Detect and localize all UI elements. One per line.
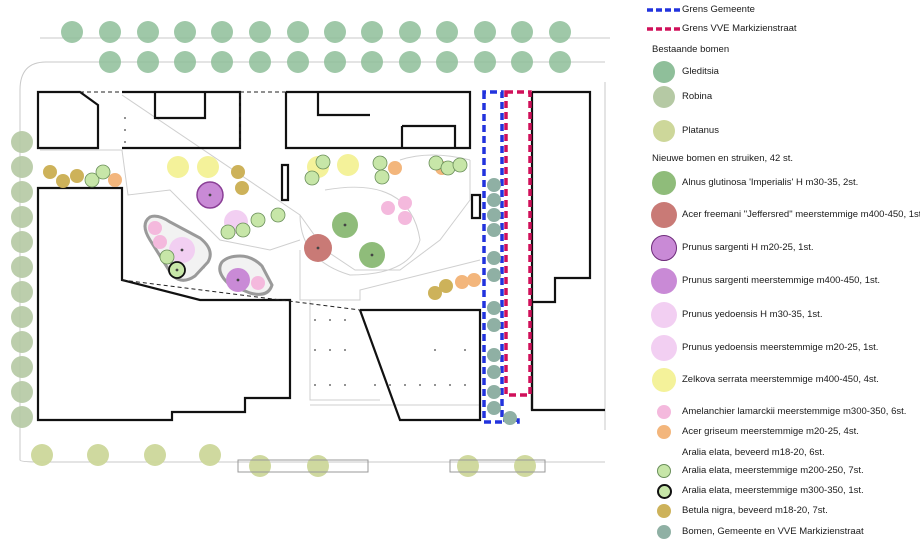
legend-label: Zelkova serrata meerstemmige m400-450, 4… [682,374,879,385]
gleditsia-icon [653,61,675,83]
acer-griseum-shrubs-right [467,273,481,287]
legend-item-zelkova: Zelkova serrata meerstemmige m400-450, 4… [646,368,879,392]
site-plan-map [11,21,610,477]
footpaths [40,94,481,406]
legend-label: Platanus [682,125,719,136]
legend-item-gleditsia: Gleditsia [646,61,719,83]
legend-label: Aralia elata, meerstemmige m200-250, 7st… [682,465,864,476]
municipal-tree-icon [657,525,671,539]
legend-item-robina: Robina [646,86,713,108]
parking-markers [124,117,466,386]
aralia-elata-shrubs [84,154,468,265]
municipal-vve-trees [487,178,517,425]
magenta-dashed-line-icon [646,19,682,39]
legend-label: Prunus sargenti H m20-25, 1st. [682,242,814,253]
legend: Grens Gemeente Grens VVE Markizienstraat… [646,0,920,547]
prunus-sargenti-multi-icon [651,268,677,294]
aralia-elata-large-icon [656,483,672,499]
prunus-yedoensis-h-icon [651,302,677,328]
legend-label: Aralia elata, meerstemmige m300-350, 1st… [682,485,864,496]
legend-item-grens-vve: Grens VVE Markizienstraat [646,19,797,39]
legend-label: Robina [682,91,713,102]
legend-item-grens-gemeente: Grens Gemeente [646,0,755,20]
acer-griseum-icon [657,425,671,439]
legend-item-aralia-200: Aralia elata, meerstemmige m200-250, 7st… [646,461,864,481]
legend-item-prunus-yedoensis-multi: Prunus yedoensis meerstemmige m20-25, 1s… [646,335,879,361]
legend-label: Alnus glutinosa 'Imperialis' H m30-35, 2… [682,177,859,188]
legend-label: Betula nigra, beveerd m18-20, 7st. [682,505,828,516]
zelkova-trees [167,154,359,178]
aralia-elata-icon [657,464,671,478]
legend-item-prunus-sargenti-h: Prunus sargenti H m20-25, 1st. [646,235,814,261]
legend-label: Aralia elata, beveerd m18-20, 6st. [682,447,825,458]
legend-item-betula: Betula nigra, beveerd m18-20, 7st. [646,501,828,521]
tree-center-marks [175,193,374,282]
grens-vve-boundary [504,90,532,397]
acer-freemani-icon [651,202,677,228]
legend-label: Bomen, Gemeente en VVE Markizienstraat [682,526,864,537]
legend-item-prunus-sargenti-multi: Prunus sargenti meerstemmige m400-450, 1… [646,268,881,294]
legend-item-platanus: Platanus [646,120,719,142]
legend-item-amelanchier: Amelanchier lamarckii meerstemmige m300-… [646,402,906,422]
existing-gleditsia-trees [61,21,571,73]
amelanchier-icon [657,405,671,419]
legend-label: Prunus sargenti meerstemmige m400-450, 1… [682,275,881,286]
legend-existing-title: Bestaande bomen [652,44,730,55]
legend-label: Grens Gemeente [682,4,755,15]
blue-dashed-line-icon [646,0,682,20]
zelkova-icon [652,368,676,392]
prunus-yedoensis-multi-icon [651,335,677,361]
legend-item-prunus-yedoensis-h: Prunus yedoensis H m30-35, 1st. [646,302,823,328]
legend-label: Gleditsia [682,66,719,77]
legend-item-aralia-300: Aralia elata, meerstemmige m300-350, 1st… [646,481,864,501]
existing-robina-trees [11,131,33,428]
robina-icon [653,86,675,108]
legend-item-acer-freemani: Acer freemani "Jeffersred" meerstemmige … [646,202,920,228]
legend-item-municipal-trees: Bomen, Gemeente en VVE Markizienstraat [646,522,864,542]
plot-lines [80,91,361,311]
legend-item-acer-griseum: Acer griseum meerstemmige m20-25, 4st. [646,422,859,442]
platanus-icon [653,120,675,142]
legend-label: Acer freemani "Jeffersred" meerstemmige … [682,209,920,220]
tree-planters-bottom [237,459,546,473]
legend-label: Prunus yedoensis H m30-35, 1st. [682,309,823,320]
prunus-sargenti-h-icon [651,235,677,261]
legend-label: Amelanchier lamarckii meerstemmige m300-… [682,406,907,417]
legend-new-title: Nieuwe bomen en struiken, 42 st. [652,153,793,164]
alnus-icon [652,171,676,195]
legend-label: Acer griseum meerstemmige m20-25, 4st. [682,426,859,437]
legend-item-aralia-beveerd: Aralia elata, beveerd m18-20, 6st. [646,443,825,463]
amelanchier-shrubs [148,196,412,290]
betula-nigra-icon [657,504,671,518]
legend-item-alnus: Alnus glutinosa 'Imperialis' H m30-35, 2… [646,171,859,195]
legend-label: Prunus yedoensis meerstemmige m20-25, 1s… [682,342,879,353]
grens-gemeente-boundary [482,90,520,424]
betula-nigra-shrubs [43,165,453,300]
legend-label: Grens VVE Markizienstraat [682,23,797,34]
